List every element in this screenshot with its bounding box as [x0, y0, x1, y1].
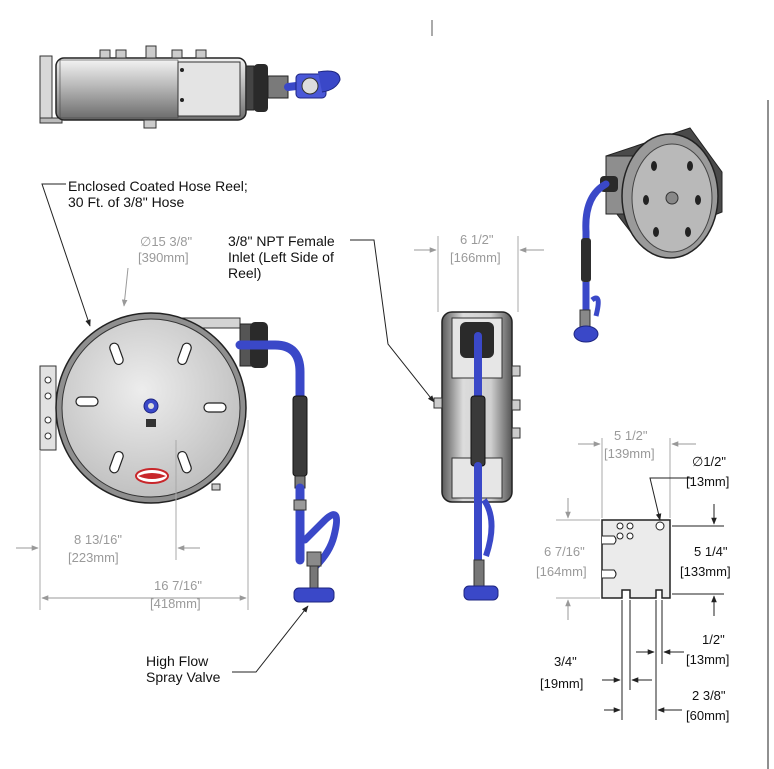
- top-view: [39, 45, 341, 129]
- bracket-pitch-mm: [60mm]: [686, 708, 729, 723]
- bracket-spacing-mm: [133mm]: [680, 564, 731, 579]
- front-dimensions: ∅15 3/8" [390mm] 8 13/16" [223mm] 16 7/1…: [16, 234, 249, 611]
- bracket-plate: [601, 519, 671, 599]
- bracket-hole-in: ∅1/2": [692, 454, 726, 469]
- callout-inlet: 3/8" NPT Female Inlet (Left Side of Reel…: [228, 233, 435, 403]
- mount-hole-icon: [655, 521, 665, 531]
- callout-inlet-line1: 3/8" NPT Female: [228, 233, 335, 249]
- bracket-hole-mm: [13mm]: [686, 474, 729, 489]
- bracket-spacing-in: 5 1/4": [694, 544, 728, 559]
- bracket-height-in: 6 7/16": [544, 544, 585, 559]
- hose-line: [235, 340, 305, 401]
- front-offset-mm: [223mm]: [68, 550, 119, 565]
- callout-inlet-line2: Inlet (Left Side of: [228, 249, 334, 265]
- callout-reel: Enclosed Coated Hose Reel; 30 Ft. of 3/8…: [41, 178, 248, 327]
- bracket-pitch-in: 2 3/8": [692, 688, 726, 703]
- front-diameter-in: ∅15 3/8": [140, 234, 192, 249]
- bracket-width-in: 5 1/2": [614, 428, 648, 443]
- bracket-height-mm: [164mm]: [536, 564, 587, 579]
- iso-view: [573, 127, 723, 343]
- side-depth-in: 6 1/2": [460, 232, 494, 247]
- bracket-slot-mm: [13mm]: [686, 652, 729, 667]
- bracket-edge-in: 3/4": [554, 654, 577, 669]
- front-diameter-mm: [390mm]: [138, 250, 189, 265]
- spray-head: [293, 587, 335, 603]
- front-view: [39, 312, 340, 603]
- side-view: 6 1/2" [166mm]: [414, 232, 544, 601]
- callout-valve-line2: Spray Valve: [146, 669, 221, 685]
- callout-valve-line1: High Flow: [146, 653, 209, 669]
- side-depth-mm: [166mm]: [450, 250, 501, 265]
- callout-inlet-line3: Reel): [228, 265, 261, 281]
- callout-reel-line2: 30 Ft. of 3/8" Hose: [68, 194, 184, 210]
- front-width-in: 16 7/16": [154, 578, 202, 593]
- bracket-view: 5 1/2" [139mm] ∅1/2" [13mm] 6 7/16" [164…: [536, 428, 731, 723]
- front-offset-in: 8 13/16": [74, 532, 122, 547]
- callout-reel-line1: Enclosed Coated Hose Reel;: [68, 178, 248, 194]
- bracket-slot-in: 1/2": [702, 632, 725, 647]
- front-width-mm: [418mm]: [150, 596, 201, 611]
- bracket-width-mm: [139mm]: [604, 446, 655, 461]
- bracket-edge-mm: [19mm]: [540, 676, 583, 691]
- callout-valve: High Flow Spray Valve: [146, 605, 309, 685]
